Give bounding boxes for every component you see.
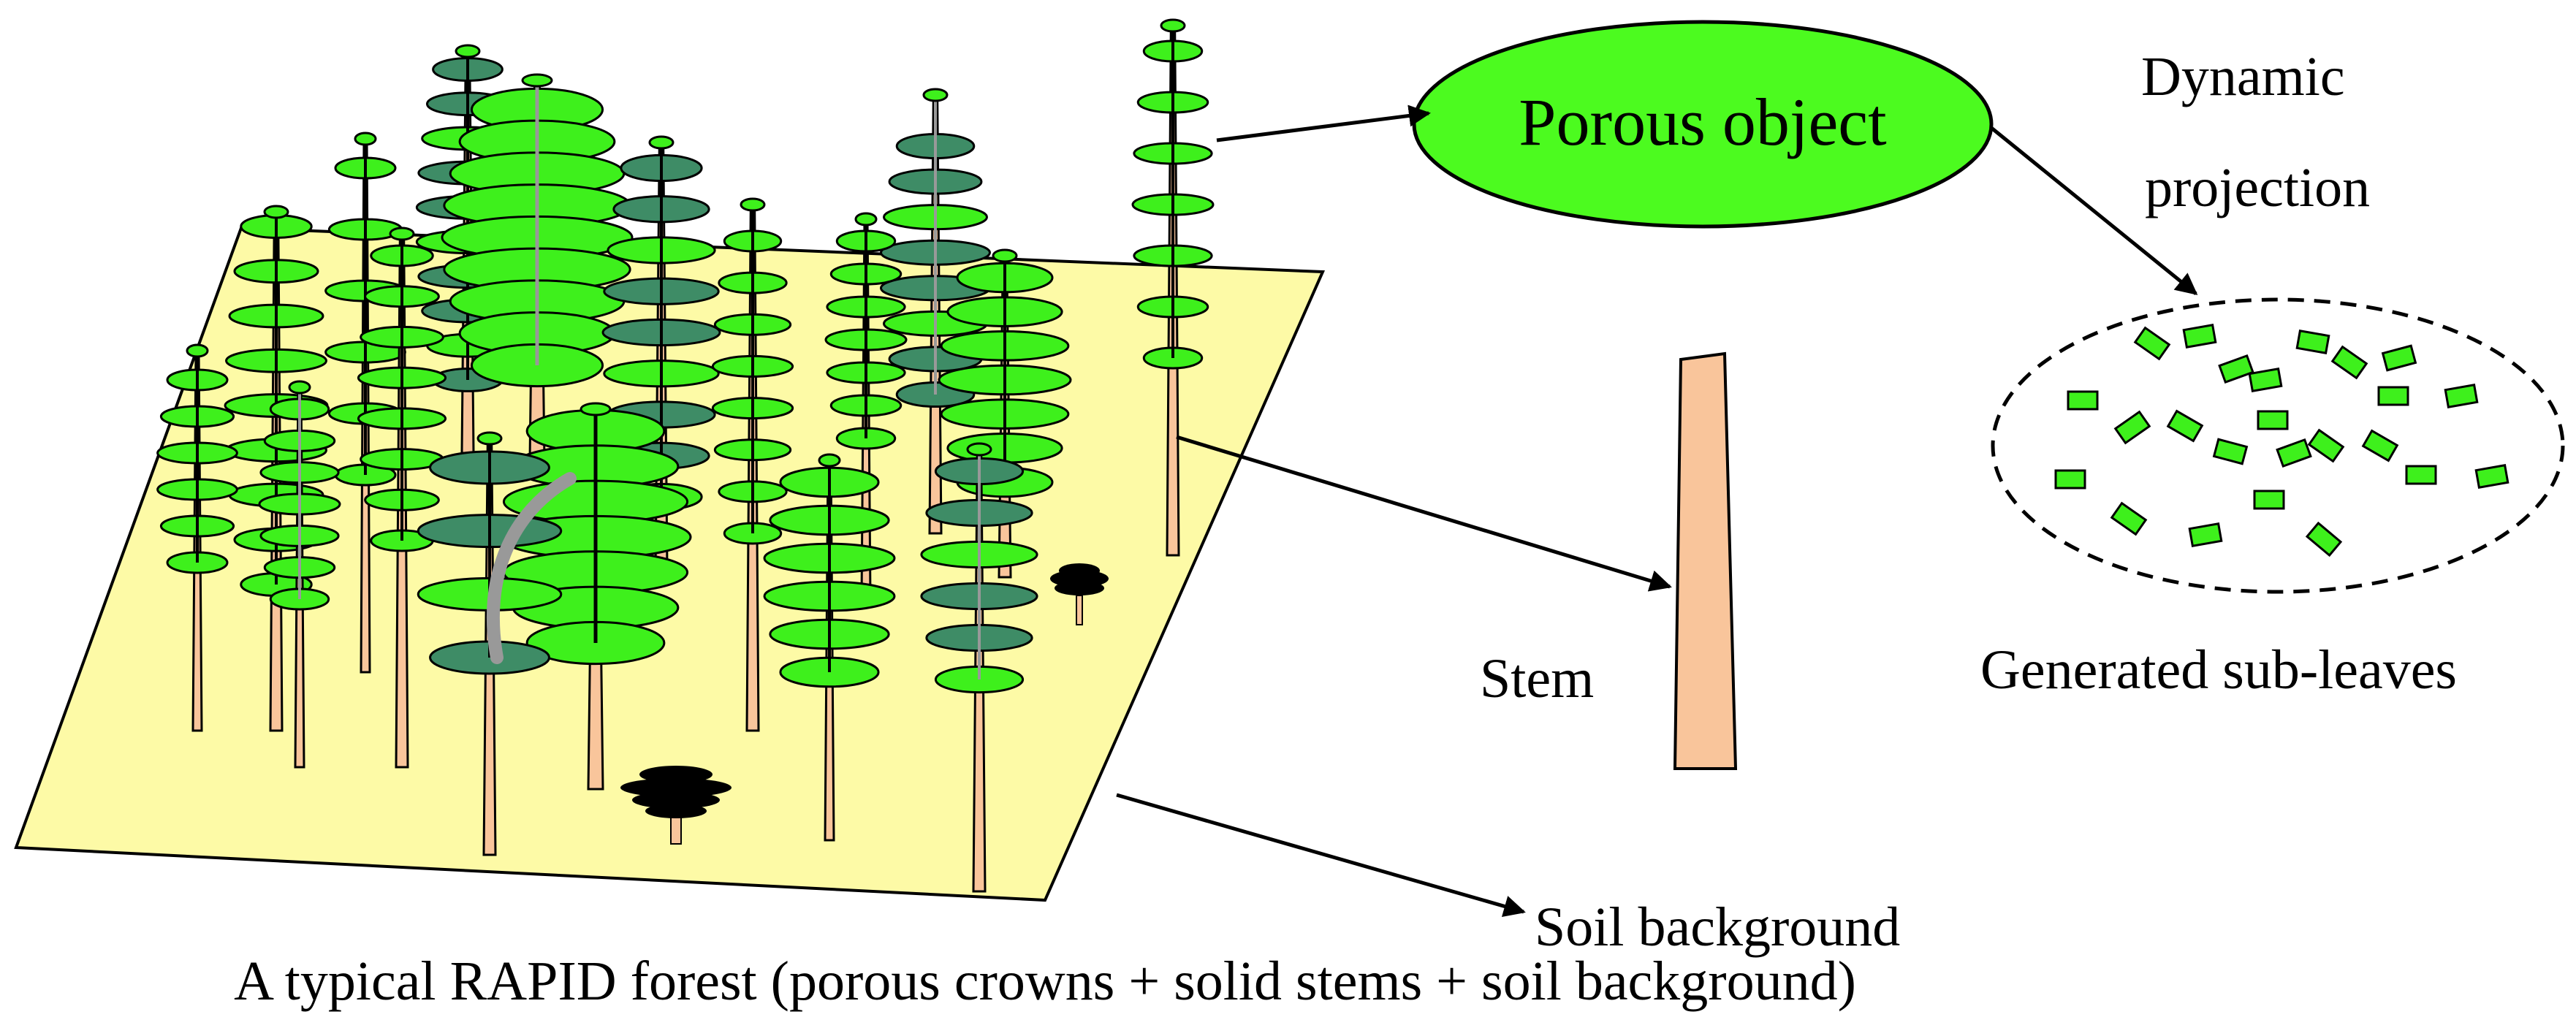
sub-leaf <box>2444 383 2479 409</box>
forest-tree <box>1131 18 1215 557</box>
sub-leaf <box>2054 469 2086 490</box>
figure-caption: A typical RAPID forest (porous crowns + … <box>234 951 1856 1012</box>
sub-leaf <box>2188 522 2223 548</box>
sub-leaf <box>2166 409 2204 443</box>
soil-background-label: Soil background <box>1535 896 1900 958</box>
forest-tree <box>357 226 447 769</box>
sub-leaf <box>2253 490 2285 510</box>
sub-leaf <box>2257 410 2289 430</box>
sub-leaf <box>2307 428 2345 463</box>
sub-leaf <box>2248 367 2283 393</box>
forest-tree <box>763 453 896 842</box>
forest-tree <box>156 343 238 732</box>
sub-leaves-boundary <box>1991 297 2565 594</box>
sub-leaf <box>2405 465 2437 485</box>
arrow-to-porous-object <box>1216 104 1431 142</box>
sub-leaf <box>2212 438 2249 465</box>
forest <box>156 18 1215 893</box>
forest-tree <box>920 442 1038 893</box>
small-black-tree-1 <box>1050 563 1109 625</box>
sub-leaf <box>2218 354 2254 384</box>
sub-leaf <box>2361 429 2399 462</box>
stem-label: Stem <box>1480 648 1594 709</box>
isolated-stem <box>1673 351 1738 770</box>
sub-leaf <box>2276 438 2312 468</box>
curved-stem <box>486 472 577 664</box>
sub-leaf <box>2330 345 2368 380</box>
sub-leaf <box>2377 386 2409 406</box>
forest-tree <box>880 88 991 535</box>
sub-leaf <box>2305 521 2343 557</box>
dynamic-label: Dynamic <box>2141 46 2345 107</box>
sub-leaf <box>2067 390 2099 411</box>
sub-leaf <box>2295 329 2330 355</box>
sub-leaf <box>2113 410 2151 445</box>
generated-sub-leaves-label: Generated sub-leaves <box>1980 639 2457 701</box>
small-black-tree-2 <box>620 766 732 845</box>
forest-tree <box>324 132 406 674</box>
arrow-to-stem <box>1176 435 1672 592</box>
sub-leaf <box>2110 501 2148 536</box>
forest-tree <box>824 212 908 601</box>
projection-label: projection <box>2145 157 2370 218</box>
arrow-to-soil <box>1116 793 1526 917</box>
sub-leaf <box>2133 326 2171 361</box>
forest-tree <box>711 197 794 732</box>
sub-leaf <box>2474 463 2509 490</box>
sub-leaves-group <box>2054 323 2509 557</box>
porous-object-label: Porous object <box>1519 85 1887 159</box>
arrow-dynamic-projection <box>1990 126 2198 295</box>
forest-tree <box>258 380 341 769</box>
sub-leaf <box>2182 323 2217 349</box>
sub-leaf <box>2381 344 2417 372</box>
